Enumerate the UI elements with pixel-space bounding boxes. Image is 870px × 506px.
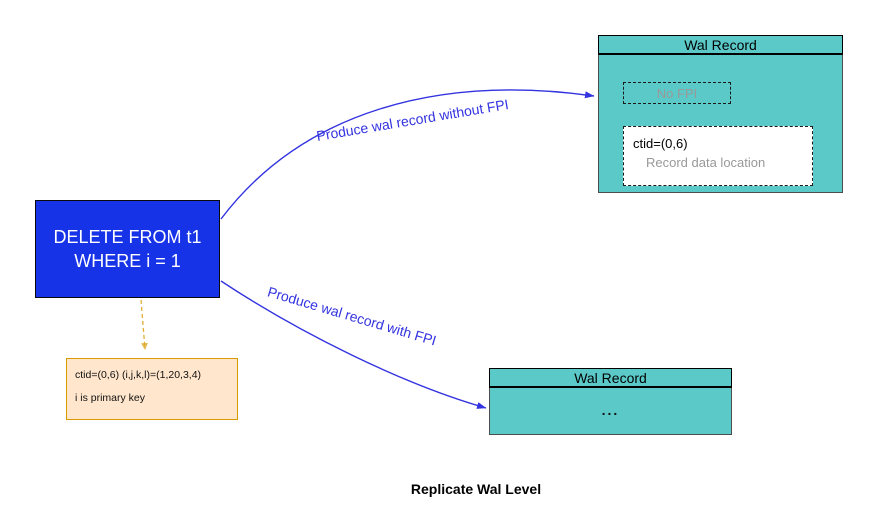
wal-record-title: Wal Record bbox=[598, 35, 843, 55]
tuple-values: ctid=(0,6) (i,j,k,l)=(1,20,3,4) bbox=[75, 369, 202, 381]
edge-label-with-fpi: Produce wal record with FPI bbox=[265, 283, 439, 349]
wal-record-with-fpi-node: Wal Record ... bbox=[489, 368, 732, 435]
record-data-location-label: Record data location bbox=[646, 155, 766, 170]
sql-line-1: DELETE FROM t1 bbox=[53, 226, 202, 247]
primary-key-note: i is primary key bbox=[75, 392, 146, 404]
ellipsis-placeholder: ... bbox=[601, 402, 620, 418]
edge-produce-without-fpi bbox=[220, 89, 595, 220]
tuple-note-box: ctid=(0,6) (i,j,k,l)=(1,20,3,4) i is pri… bbox=[66, 358, 238, 420]
wal-record-body: No FPI ctid=(0,6) Record data location bbox=[599, 55, 842, 191]
wal-record-title: Wal Record bbox=[489, 368, 732, 388]
ctid-value: ctid=(0,6) bbox=[633, 136, 688, 151]
edge-tuple-note bbox=[140, 299, 149, 350]
no-fpi-box: No FPI bbox=[623, 82, 731, 104]
diagram-title: Replicate Wal Level bbox=[410, 481, 542, 497]
wal-record-body: ... bbox=[490, 388, 731, 433]
sql-line-2: WHERE i = 1 bbox=[74, 251, 181, 271]
edge-label-without-fpi: Produce wal record without FPI bbox=[315, 96, 510, 144]
record-data-box: ctid=(0,6) Record data location bbox=[623, 126, 813, 186]
wal-record-without-fpi-node: Wal Record No FPI ctid=(0,6) Record data… bbox=[598, 35, 843, 193]
sql-statement-node: DELETE FROM t1 WHERE i = 1 bbox=[35, 200, 220, 298]
